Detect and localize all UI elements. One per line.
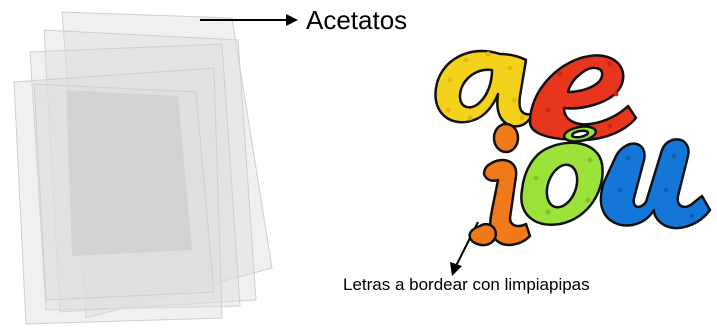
acetate-sheets-stack	[13, 11, 273, 325]
acetatos-label: Acetatos	[306, 5, 408, 35]
letter-a	[434, 49, 534, 128]
letras-label: Letras a bordear con limpiapipas	[343, 275, 590, 294]
letter-i	[468, 122, 532, 247]
letter-u	[599, 138, 712, 230]
letter-o	[520, 125, 604, 226]
acetate-sheet-center	[66, 90, 192, 256]
vowel-letters-illustration	[434, 49, 712, 247]
